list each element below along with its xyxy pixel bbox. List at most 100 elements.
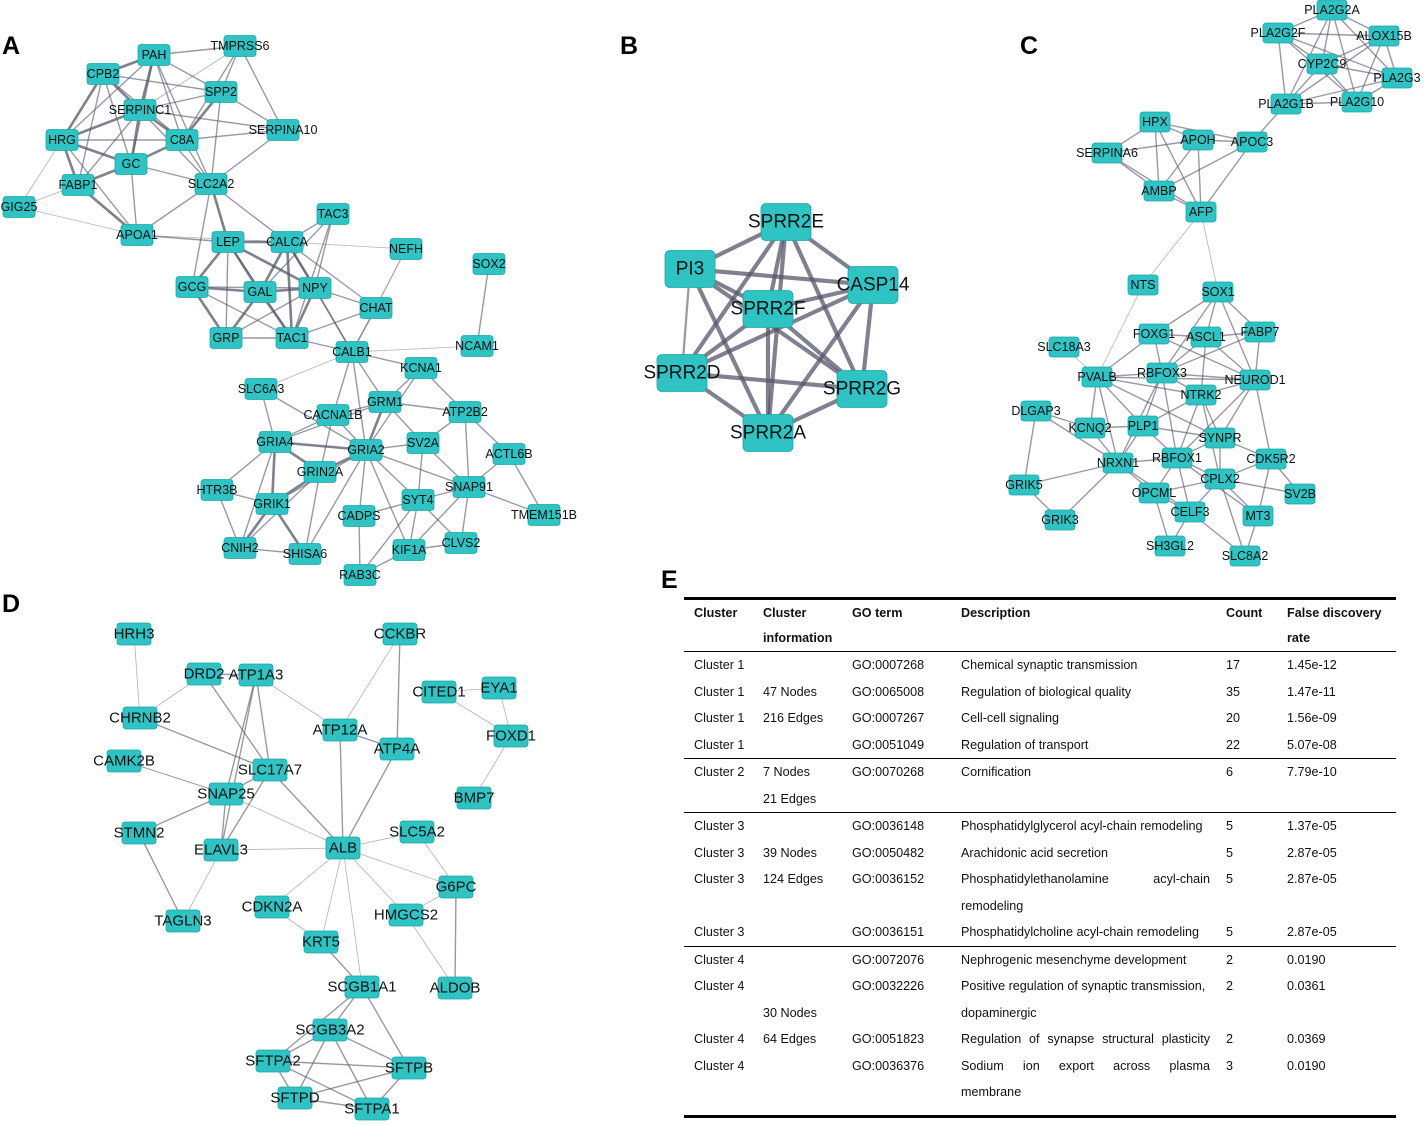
cell-fdr: 1.37e-05 — [1277, 812, 1396, 840]
edge-atp4a-alb — [342, 748, 398, 849]
node-box — [399, 820, 435, 844]
edge-pah-c8a — [153, 54, 183, 141]
node-box — [656, 354, 708, 392]
node-box — [122, 706, 158, 730]
node-spp2: SPP2 — [204, 81, 238, 103]
node-sh3gl2: SH3GL2 — [1146, 535, 1194, 557]
edge-sprr2d-sprr2g — [681, 370, 863, 392]
edge-gig25-apoa1 — [18, 206, 138, 236]
node-scgb3a2: SCGB3A2 — [295, 1018, 365, 1042]
node-pla2g3: PLA2G3 — [1373, 67, 1421, 89]
edge-gc-apoa1 — [130, 163, 138, 236]
node-elavl3: ELAVL3 — [194, 838, 248, 862]
node-stmn2: STMN2 — [114, 821, 164, 845]
node-label: SH3GL2 — [1146, 539, 1194, 553]
node-box — [401, 489, 435, 511]
node-label: NTS — [1131, 278, 1156, 292]
node-label: ATP2B2 — [442, 405, 488, 419]
edge-tac3-npy — [314, 213, 334, 289]
node-label: CLVS2 — [442, 536, 481, 550]
node-label: SYT4 — [402, 493, 433, 507]
node-gcg: GCG — [175, 276, 209, 298]
node-opcml: OPCML — [1132, 482, 1176, 504]
node-box — [2, 196, 36, 218]
edge-nrxn1-grik5 — [1023, 462, 1119, 486]
node-celf3: CELF3 — [1171, 501, 1209, 523]
node-rbfox3: RBFOX3 — [1137, 362, 1187, 384]
node-box — [1081, 366, 1113, 388]
node-label: BMP7 — [454, 790, 495, 807]
node-box — [343, 564, 377, 586]
node-label: PLA2G10 — [1330, 95, 1384, 109]
cell-go-term: GO:0036151 — [852, 925, 925, 939]
node-box — [123, 99, 157, 121]
node-slc8a2: SLC8A2 — [1222, 545, 1268, 567]
node-label: GRP — [212, 331, 239, 345]
edge-slc17a7-elavl3 — [220, 769, 271, 851]
node-box — [421, 680, 457, 704]
node-label: ATP12A — [313, 722, 368, 739]
node-box — [452, 476, 486, 498]
node-box — [836, 370, 888, 408]
node-box — [1229, 545, 1261, 567]
node-box — [121, 821, 157, 845]
node-box — [211, 231, 245, 253]
panel-label-a: A — [2, 32, 21, 60]
edge-scgb1a1-sftpb — [361, 986, 410, 1069]
edge-slc6a3-gria2 — [260, 388, 367, 451]
node-apoh: APOH — [1180, 129, 1216, 151]
node-box — [312, 1018, 348, 1042]
node-label: G6PC — [436, 879, 477, 896]
cell-description: Phosphatidylcholine acyl-chain remodelin… — [961, 925, 1200, 939]
node-box — [209, 327, 243, 349]
node-box — [194, 173, 228, 195]
node-box — [270, 231, 304, 253]
node-label: TAC3 — [317, 207, 348, 221]
node-slc2a2: SLC2A2 — [188, 173, 234, 195]
node-label: PLA2G2F — [1251, 26, 1306, 40]
cell-count — [1216, 1000, 1277, 1027]
node-label: PLP1 — [1128, 419, 1159, 433]
node-box — [1190, 326, 1222, 348]
node-label: CPB2 — [87, 67, 120, 81]
panel-label-b: B — [620, 32, 639, 60]
node-label: NTRK2 — [1181, 388, 1222, 402]
node-label: GRIK5 — [1005, 478, 1043, 492]
cell-go-term: GO:0051049 — [852, 737, 925, 752]
edge-atp2b2-snap91 — [464, 411, 470, 488]
node-fabp1: FABP1 — [59, 174, 98, 196]
node-label: SERPINA10 — [249, 123, 318, 137]
edge-alb-g6pc — [342, 847, 457, 888]
node-gal: GAL — [243, 281, 277, 303]
edge-pla2g3-pla2g1b — [1285, 77, 1398, 105]
node-label: TMPRSS6 — [210, 39, 269, 53]
edge-snap25-alb — [225, 793, 344, 849]
cell-cluster: Cluster 4 — [694, 1032, 745, 1046]
cell-cluster: Cluster 4 — [684, 945, 753, 973]
node-sftpb: SFTPB — [385, 1056, 433, 1080]
cell-fdr: 0.0190 — [1287, 1058, 1326, 1073]
edge-stmn2-tagln3 — [138, 832, 184, 922]
node-label: SNAP25 — [197, 786, 255, 803]
cell-fdr: 2.87e-05 — [1287, 925, 1337, 939]
node-label: GAL — [247, 285, 272, 299]
node-box — [1185, 384, 1217, 406]
edge-pvalb-synpr — [1096, 376, 1221, 439]
edge-serpinc1-serpina10 — [139, 109, 284, 131]
node-box — [243, 281, 277, 303]
node-label: SERPINA6 — [1076, 146, 1138, 160]
node-label: FABP1 — [59, 178, 98, 192]
node-box — [1185, 201, 1217, 223]
node-box — [238, 663, 274, 687]
node-gig25: GIG25 — [1, 196, 37, 218]
node-sprr2e: SPRR2E — [748, 203, 824, 241]
cell-count: 22 — [1226, 737, 1241, 752]
node-box — [1368, 25, 1400, 47]
edge-dlgap3-grik5 — [1023, 410, 1037, 486]
cell-count — [1216, 1079, 1277, 1106]
node-label: PLA2G2A — [1304, 3, 1360, 17]
node-label: CDK5R2 — [1246, 452, 1295, 466]
